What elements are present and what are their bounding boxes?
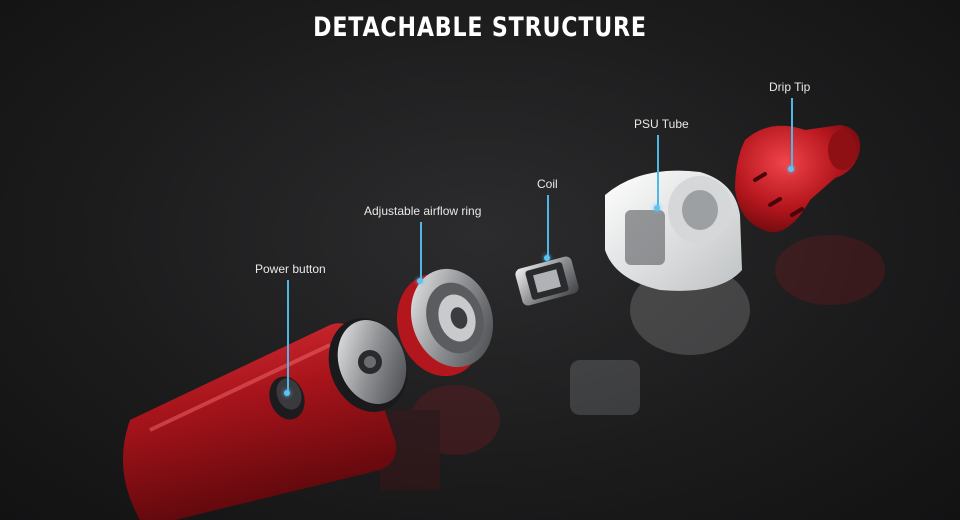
leader-drip-tip	[791, 98, 793, 168]
leader-airflow-ring	[420, 222, 422, 280]
label-airflow-ring: Adjustable airflow ring	[364, 204, 482, 218]
leader-psu-tube	[657, 135, 659, 207]
label-coil: Coil	[537, 177, 558, 191]
label-drip-tip: Drip Tip	[769, 80, 811, 94]
leader-power-button	[287, 280, 289, 392]
label-power-button: Power button	[255, 262, 326, 276]
page-title: DETACHABLE STRUCTURE	[313, 12, 647, 43]
dot-airflow-ring	[417, 278, 423, 284]
coil-part	[515, 256, 579, 306]
dot-psu-tube	[654, 205, 660, 211]
drip-tip-part	[735, 125, 861, 233]
airflow-ring-part	[396, 268, 494, 377]
dot-coil	[544, 255, 550, 261]
leader-coil	[547, 195, 549, 257]
dot-power-button	[284, 390, 290, 396]
label-psu-tube: PSU Tube	[634, 117, 689, 131]
psu-tube-part	[605, 170, 742, 291]
dot-drip-tip	[788, 166, 794, 172]
battery-body	[122, 318, 408, 520]
